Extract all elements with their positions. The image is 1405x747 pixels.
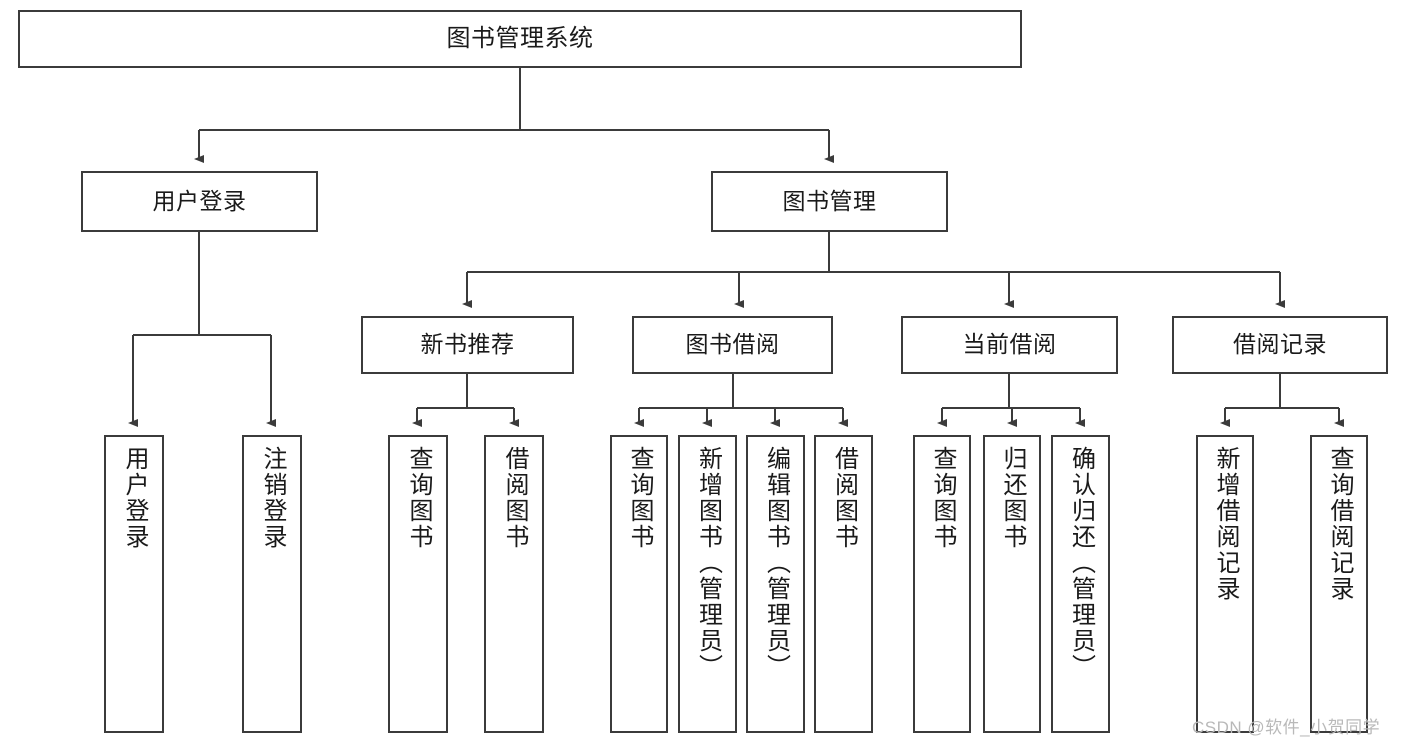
node-book-borrow[interactable]: 图书借阅 bbox=[632, 316, 833, 374]
node-leaf-query-book-rec-label: 查询图书 bbox=[405, 446, 432, 550]
node-leaf-confirm-return[interactable]: 确认归还（管理员） bbox=[1051, 435, 1110, 733]
node-leaf-borrow-book-rec[interactable]: 借阅图书 bbox=[484, 435, 544, 733]
node-leaf-user-login-label: 用户登录 bbox=[121, 446, 148, 550]
node-leaf-return-book-label: 归还图书 bbox=[999, 446, 1026, 550]
node-new-book-recommend[interactable]: 新书推荐 bbox=[361, 316, 574, 374]
node-leaf-query-book-borrow[interactable]: 查询图书 bbox=[610, 435, 668, 733]
node-book-manage[interactable]: 图书管理 bbox=[711, 171, 948, 232]
node-leaf-query-book-rec[interactable]: 查询图书 bbox=[388, 435, 448, 733]
node-leaf-add-record[interactable]: 新增借阅记录 bbox=[1196, 435, 1254, 733]
node-leaf-add-book-label: 新增图书（管理员） bbox=[694, 446, 722, 680]
node-leaf-query-book-borrow-label: 查询图书 bbox=[626, 446, 653, 550]
node-leaf-query-book-current-label: 查询图书 bbox=[929, 446, 956, 550]
node-book-manage-label: 图书管理 bbox=[782, 187, 877, 214]
node-current-borrow-label: 当前借阅 bbox=[962, 331, 1057, 358]
node-leaf-query-record-label: 查询借阅记录 bbox=[1326, 446, 1353, 602]
node-leaf-borrow-book-label: 借阅图书 bbox=[830, 446, 858, 550]
node-root[interactable]: 图书管理系统 bbox=[18, 10, 1022, 68]
node-leaf-return-book[interactable]: 归还图书 bbox=[983, 435, 1041, 733]
node-borrow-record-label: 借阅记录 bbox=[1233, 331, 1327, 358]
node-leaf-user-login[interactable]: 用户登录 bbox=[104, 435, 164, 733]
node-leaf-query-record[interactable]: 查询借阅记录 bbox=[1310, 435, 1368, 733]
node-new-book-recommend-label: 新书推荐 bbox=[420, 331, 515, 358]
node-borrow-record[interactable]: 借阅记录 bbox=[1172, 316, 1388, 374]
node-leaf-edit-book[interactable]: 编辑图书（管理员） bbox=[746, 435, 805, 733]
node-leaf-confirm-return-label: 确认归还（管理员） bbox=[1067, 446, 1095, 680]
node-leaf-user-logout[interactable]: 注销登录 bbox=[242, 435, 302, 733]
node-leaf-borrow-book-rec-label: 借阅图书 bbox=[501, 446, 528, 550]
node-leaf-add-record-label: 新增借阅记录 bbox=[1212, 446, 1239, 602]
node-leaf-user-logout-label: 注销登录 bbox=[259, 446, 286, 550]
node-leaf-borrow-book[interactable]: 借阅图书 bbox=[814, 435, 873, 733]
node-leaf-edit-book-label: 编辑图书（管理员） bbox=[762, 446, 790, 680]
node-user-login-label: 用户登录 bbox=[152, 187, 247, 214]
node-user-login[interactable]: 用户登录 bbox=[81, 171, 318, 232]
node-root-label: 图书管理系统 bbox=[446, 24, 594, 52]
node-book-borrow-label: 图书借阅 bbox=[685, 331, 780, 358]
csdn-watermark: CSDN @软件_小贺同学 bbox=[1192, 718, 1381, 737]
node-leaf-query-book-current[interactable]: 查询图书 bbox=[913, 435, 971, 733]
node-leaf-add-book[interactable]: 新增图书（管理员） bbox=[678, 435, 737, 733]
node-current-borrow[interactable]: 当前借阅 bbox=[901, 316, 1118, 374]
